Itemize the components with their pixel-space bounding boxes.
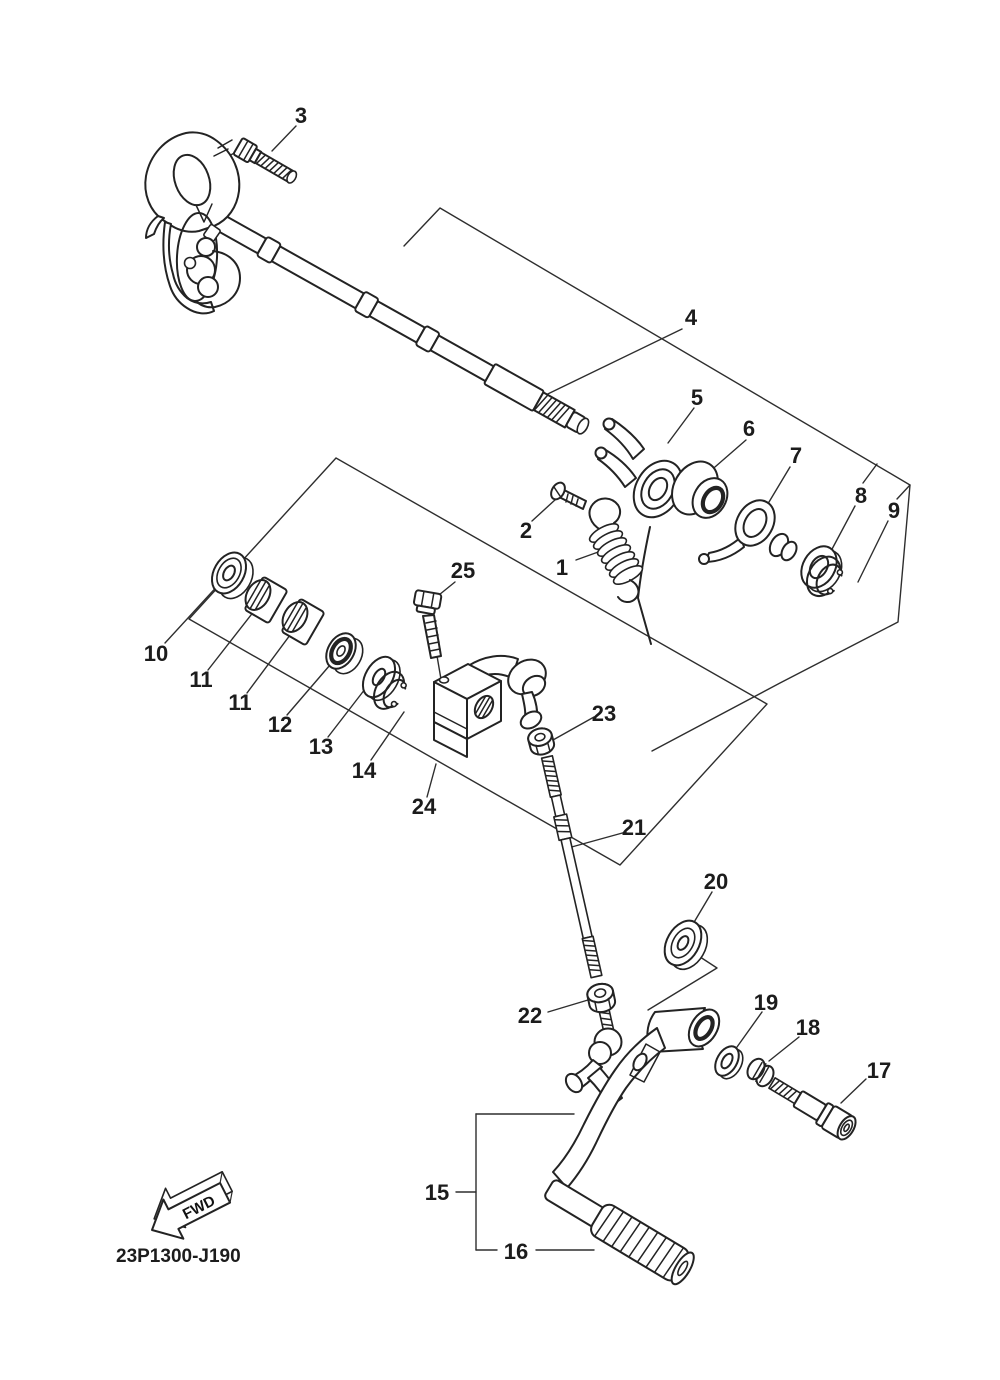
- callout-2: 2: [520, 518, 532, 543]
- leader-line: [370, 711, 405, 761]
- part-screw-2: [550, 481, 587, 510]
- leader-line: [524, 328, 683, 406]
- callout-15: 15: [425, 1180, 449, 1205]
- callout-21: 21: [622, 815, 646, 840]
- part-stopper-lever: [698, 499, 798, 565]
- part-shift-shaft-head: [144, 131, 241, 315]
- leader-line: [286, 657, 337, 716]
- leader-line: [207, 605, 259, 671]
- callout-7: 7: [790, 443, 802, 468]
- callout-labels-layer: 3 4 5 6 7 89 21 25 10 11 11 12 13 14 24 23 21 20 22 19 18 17 1…: [144, 103, 900, 1264]
- part-collar-18: [746, 1057, 775, 1088]
- callout-10: 10: [144, 641, 168, 666]
- callout-20: 20: [704, 869, 728, 894]
- part-nut-22: [586, 982, 617, 1014]
- callout-14: 14: [352, 758, 377, 783]
- part-bolt-25: [412, 589, 443, 659]
- callout-6: 6: [743, 416, 755, 441]
- callout-3: 3: [295, 103, 307, 128]
- callout-24: 24: [412, 794, 437, 819]
- part-washer-19: [714, 1045, 744, 1080]
- leader-line: [547, 999, 589, 1013]
- leader-line: [896, 484, 911, 500]
- part-bolt-3: [232, 137, 298, 184]
- part-circlip-14: [373, 670, 407, 710]
- part-spring: [588, 497, 644, 603]
- leader-line: [862, 463, 878, 484]
- callout-17: 17: [867, 1058, 891, 1083]
- callout-19: 19: [754, 990, 778, 1015]
- leader-line: [857, 520, 889, 583]
- leader-line: [531, 498, 557, 522]
- callout-4: 4: [685, 305, 698, 330]
- leader-line: [552, 716, 595, 741]
- callout-11: 11: [228, 690, 251, 715]
- diagram-part-code: 23P1300-J190: [116, 1246, 241, 1267]
- callout-9: 9: [888, 498, 900, 523]
- part-bolt-17: [768, 1077, 857, 1141]
- fwd-arrow: FWD: [151, 1170, 234, 1240]
- part-shift-pedal: [544, 1007, 721, 1286]
- leader-line: [426, 763, 437, 798]
- part-bushing-11b: [281, 598, 325, 646]
- callout-18: 18: [796, 1015, 820, 1040]
- part-seal-12: [325, 632, 364, 675]
- leader-line: [575, 550, 602, 561]
- part-bushing-6: [671, 460, 729, 519]
- part-link-block-24: [433, 654, 547, 758]
- leader-line: [567, 831, 627, 849]
- group-box: [403, 207, 911, 752]
- part-nut-23: [527, 727, 556, 756]
- leader-line: [840, 1078, 867, 1104]
- callout-22: 22: [518, 1003, 542, 1028]
- part-bushing-11a: [244, 576, 288, 624]
- callout-1: 1: [556, 555, 568, 580]
- callout-23: 23: [592, 701, 616, 726]
- callout-11: 11: [189, 667, 212, 692]
- leader-line: [768, 1036, 800, 1062]
- part-circlip-9: [805, 555, 844, 597]
- part-shift-shaft: [174, 191, 590, 435]
- leader-line: [830, 505, 856, 552]
- callout-16: 16: [504, 1239, 528, 1264]
- part-seal-10: [210, 551, 254, 600]
- leader-line: [246, 626, 297, 694]
- leader-line: [736, 1011, 763, 1048]
- leader-line: [271, 125, 297, 152]
- callout-12: 12: [268, 712, 292, 737]
- callout-8: 8: [855, 483, 867, 508]
- callout-5: 5: [691, 385, 703, 410]
- part-washer-20: [663, 919, 709, 971]
- leader-line: [164, 580, 223, 644]
- callout-13: 13: [309, 734, 333, 759]
- leader-line: [667, 407, 695, 444]
- callout-25: 25: [451, 558, 475, 583]
- part-shift-fork: [594, 417, 684, 645]
